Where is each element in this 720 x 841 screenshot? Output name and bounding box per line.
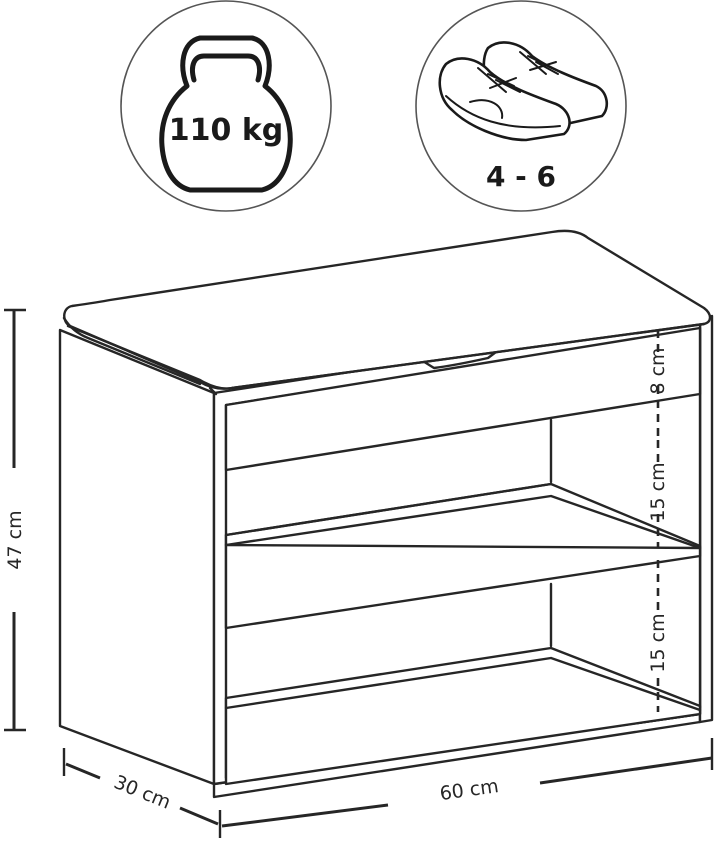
sneakers-icon xyxy=(438,41,609,142)
lower-shelf-height-label: 15 cm xyxy=(647,613,669,672)
height-dimension: 47 cm xyxy=(4,308,26,732)
drawer-height-label: 8 cm xyxy=(647,347,669,394)
drawer-front xyxy=(224,326,702,472)
kettlebell-icon xyxy=(159,35,293,193)
shoe-bench-drawing xyxy=(58,229,714,799)
cabinet-side-panel xyxy=(58,328,216,786)
depth-label: 30 cm xyxy=(111,771,174,814)
shoe-capacity-label: 4 - 6 xyxy=(486,160,556,193)
weight-capacity-badge: 110 kg xyxy=(120,0,332,212)
weight-capacity-label: 110 kg xyxy=(169,113,284,148)
height-label: 47 cm xyxy=(4,510,26,569)
upper-shelf-height-label: 15 cm xyxy=(647,462,669,521)
width-label: 60 cm xyxy=(438,775,500,805)
cabinet-right-panel xyxy=(698,314,714,724)
drawer-handle xyxy=(416,342,506,370)
shoe-capacity-badge: 4 - 6 xyxy=(415,0,627,212)
inner-height-dimensions: 8 cm 15 cm 15 cm xyxy=(647,330,669,712)
